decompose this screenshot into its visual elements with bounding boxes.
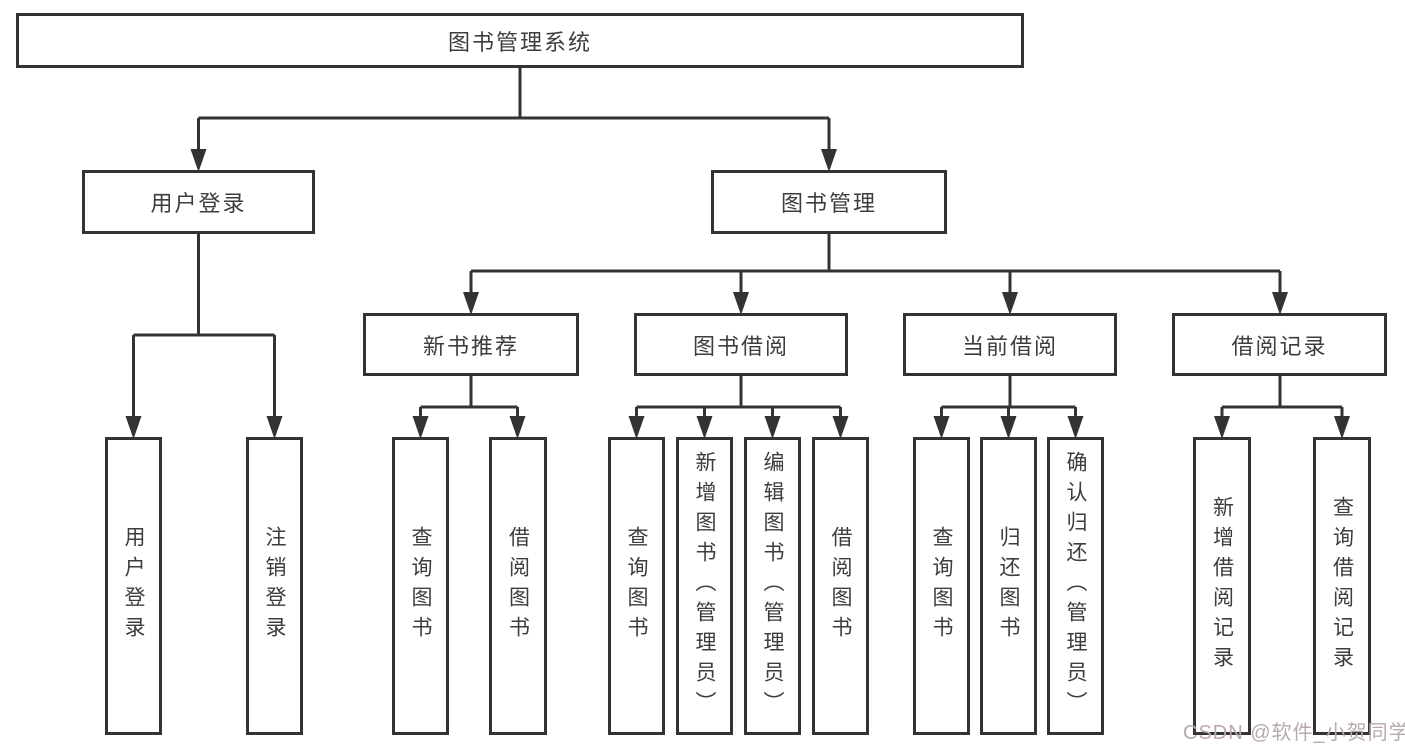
connector-line	[635, 376, 842, 424]
arrowhead	[1334, 416, 1350, 439]
connector-line	[1220, 376, 1344, 424]
node-borrow-records: 借阅记录	[1172, 313, 1387, 376]
node-label: 编辑图书（管理员）	[761, 451, 784, 721]
node-label: 图书借阅	[692, 333, 789, 359]
node-label: 查询图书	[409, 526, 432, 646]
leaf-borrow-books-recommend: 借阅图书	[489, 437, 547, 735]
node-root-system: 图书管理系统	[16, 13, 1024, 68]
node-label: 图书管理系统	[447, 29, 592, 55]
node-label: 查询图书	[930, 526, 953, 646]
node-new-book-recommend: 新书推荐	[363, 313, 579, 376]
arrowhead	[463, 292, 479, 315]
arrowhead	[696, 416, 713, 439]
node-label: 用户登录	[122, 526, 145, 646]
arrowhead	[1000, 416, 1017, 439]
arrowhead	[412, 416, 429, 439]
arrowhead	[1214, 416, 1230, 439]
connector-userlogin-to-leaves	[125, 234, 283, 439]
node-book-borrow: 图书借阅	[634, 313, 848, 376]
node-label: 确认归还（管理员）	[1064, 451, 1087, 721]
node-label: 当前借阅	[961, 333, 1058, 359]
node-book-management: 图书管理	[711, 170, 947, 234]
arrowhead	[628, 416, 645, 439]
leaf-confirm-return-admin: 确认归还（管理员）	[1047, 437, 1104, 735]
leaf-query-books-borrow: 查询图书	[608, 437, 665, 735]
leaf-query-books-recommend: 查询图书	[392, 437, 449, 735]
leaf-query-borrow-record: 查询借阅记录	[1313, 437, 1371, 735]
node-label: 借阅图书	[829, 526, 852, 646]
connector-root-to-branches	[190, 68, 837, 172]
connector-line	[419, 376, 519, 424]
arrowhead	[933, 416, 950, 439]
node-label: 注销登录	[263, 526, 286, 646]
arrowhead	[832, 416, 849, 439]
leaf-edit-books-admin: 编辑图书（管理员）	[744, 437, 801, 735]
leaf-add-borrow-record: 新增借阅记录	[1193, 437, 1251, 735]
node-label: 图书管理	[780, 191, 877, 216]
connector-records-to-leaves	[1214, 376, 1350, 439]
arrowhead	[764, 416, 781, 439]
node-label: 新增图书（管理员）	[693, 451, 716, 721]
connector-newbooks-to-leaves	[412, 376, 526, 439]
node-label: 借阅记录	[1231, 333, 1328, 359]
arrowhead	[190, 149, 207, 172]
connector-line	[940, 376, 1077, 424]
leaf-borrow-books: 借阅图书	[812, 437, 869, 735]
leaf-query-books-current: 查询图书	[913, 437, 970, 735]
node-label: 新增借阅记录	[1210, 496, 1234, 676]
node-label: 借阅图书	[506, 526, 530, 646]
leaf-logout: 注销登录	[246, 437, 303, 735]
leaf-return-books: 归还图书	[980, 437, 1037, 735]
csdn-watermark: CSDN @软件_小贺同学	[1183, 722, 1405, 744]
arrowhead	[266, 416, 283, 439]
node-user-login: 用户登录	[82, 170, 315, 234]
connector-bookmgmt-to-sections	[463, 234, 1288, 315]
connector-current-to-leaves	[933, 376, 1084, 439]
leaf-add-books-admin: 新增图书（管理员）	[676, 437, 733, 735]
node-label: 用户登录	[150, 191, 247, 216]
connector-line	[469, 234, 1282, 300]
node-label: 归还图书	[997, 526, 1020, 646]
node-label: 查询图书	[625, 526, 648, 646]
arrowhead	[1067, 416, 1084, 439]
arrowhead	[1272, 292, 1288, 315]
arrowhead	[733, 292, 749, 315]
arrowhead	[509, 416, 526, 439]
connector-borrow-to-leaves	[628, 376, 849, 439]
connector-line	[197, 68, 831, 158]
arrowhead	[821, 149, 837, 172]
arrowhead	[125, 416, 142, 439]
connector-line	[132, 234, 276, 424]
node-label: 查询借阅记录	[1330, 496, 1354, 676]
node-label: 新书推荐	[422, 333, 519, 359]
node-current-borrow: 当前借阅	[903, 313, 1117, 376]
arrowhead	[1002, 292, 1018, 315]
leaf-user-login: 用户登录	[105, 437, 162, 735]
